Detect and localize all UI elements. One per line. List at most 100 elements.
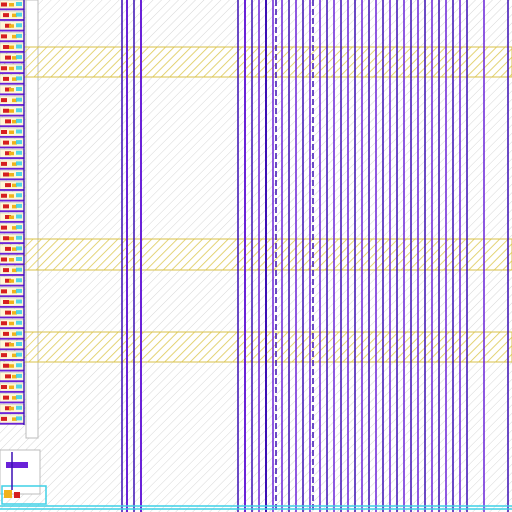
std-cell-contact: [3, 236, 9, 241]
std-cell-contact: [1, 66, 7, 71]
std-cell-via: [12, 353, 17, 358]
std-cell-via: [9, 215, 14, 219]
std-cell-diffusion: [16, 150, 22, 155]
std-cell-contact: [3, 140, 9, 145]
std-cell-row-28: [0, 286, 25, 298]
std-cell-diffusion: [16, 331, 22, 336]
std-cell-contact: [3, 108, 9, 113]
std-cell-row-26: [0, 265, 25, 277]
std-cell-rail: [0, 210, 24, 213]
std-cell-diffusion: [16, 342, 22, 346]
std-cell-rail: [0, 359, 24, 361]
std-cell-diffusion: [16, 2, 22, 6]
std-cell-row-27: [0, 276, 25, 287]
io-macro-metal: [6, 462, 28, 468]
std-cell-rail: [0, 422, 24, 425]
std-cell-via: [12, 247, 17, 251]
std-cell-diffusion: [16, 246, 22, 251]
std-cell-rail: [0, 295, 24, 298]
std-cell-via: [12, 374, 17, 379]
std-cell-rail: [0, 125, 24, 128]
std-cell-rail: [0, 189, 24, 191]
std-cell-contact: [1, 161, 7, 166]
std-cell-contact: [1, 416, 7, 421]
std-cell-row-38: [0, 393, 25, 404]
std-cell-rail: [0, 305, 24, 308]
std-cell-contact: [3, 363, 9, 368]
std-cell-diffusion: [16, 373, 22, 378]
std-cell-contact: [5, 406, 11, 411]
std-cell-via: [12, 34, 17, 39]
std-cell-diffusion: [16, 23, 22, 28]
std-cell-rail: [0, 178, 24, 181]
std-cell-rail: [0, 348, 24, 351]
std-cell-contact: [3, 13, 9, 18]
std-cell-row-7: [0, 63, 25, 75]
std-cell-via: [9, 385, 14, 389]
io-macro-diffusion: [1, 485, 47, 505]
std-cell-contact: [1, 130, 7, 134]
bottom-diffusion-rail: [0, 505, 512, 510]
std-cell-row-40: [0, 414, 25, 425]
std-cell-via: [12, 183, 17, 188]
std-cell-rail: [0, 369, 24, 372]
std-cell-contact: [5, 246, 11, 251]
std-cell-contact: [5, 342, 11, 347]
std-cell-via: [9, 24, 14, 28]
std-cell-rail: [0, 167, 24, 170]
std-cell-rail: [0, 157, 24, 159]
io-macro-outline: [0, 449, 41, 495]
poly-horizontal-bands: [0, 46, 512, 363]
std-cell-via: [12, 56, 17, 60]
std-cell-contact: [1, 289, 7, 294]
std-cell-contact: [1, 2, 7, 7]
std-cell-diffusion: [16, 320, 22, 325]
std-cell-row-31: [0, 318, 25, 330]
cell-column-boundary: [25, 0, 39, 439]
std-cell-via: [12, 98, 17, 103]
std-cell-via: [9, 173, 14, 177]
poly-band-1: [0, 46, 512, 78]
std-cell-row-15: [0, 148, 25, 160]
std-cell-contact: [1, 225, 7, 230]
std-cell-diffusion: [16, 384, 22, 389]
std-cell-row-9: [0, 85, 25, 96]
std-cell-diffusion: [16, 405, 22, 410]
std-cell-row-29: [0, 297, 25, 309]
std-cell-diffusion: [16, 352, 22, 357]
std-cell-rail: [0, 380, 24, 383]
std-cell-diffusion: [16, 87, 22, 91]
std-cell-via: [9, 151, 14, 156]
std-cell-via: [12, 417, 17, 421]
std-cell-diffusion: [16, 33, 22, 38]
std-cell-contact: [3, 45, 9, 49]
std-cell-via: [9, 321, 14, 326]
std-cell-diffusion: [16, 214, 22, 219]
io-macro-via: [4, 490, 12, 498]
std-cell-diffusion: [16, 65, 22, 70]
std-cell-via: [9, 130, 14, 134]
std-cell-rail: [0, 199, 24, 202]
std-cell-row-30: [0, 308, 25, 319]
std-cell-diffusion: [16, 278, 22, 283]
std-cell-rail: [0, 220, 24, 223]
std-cell-rail: [0, 274, 24, 276]
std-cell-via: [9, 45, 14, 49]
std-cell-diffusion: [16, 363, 22, 368]
std-cell-rail: [0, 242, 24, 244]
std-cell-contact: [5, 278, 11, 283]
std-cell-contact: [5, 55, 11, 60]
std-cell-rail: [0, 390, 24, 393]
std-cell-diffusion: [16, 310, 22, 315]
std-cell-via: [12, 77, 17, 81]
std-cell-row-23: [0, 233, 25, 245]
std-cell-rail: [0, 284, 24, 287]
std-cell-via: [9, 66, 14, 71]
std-cell-row-14: [0, 138, 25, 149]
io-macro-contact: [14, 492, 20, 498]
standard-cell-column: [0, 0, 25, 425]
std-cell-via: [12, 289, 17, 294]
std-cell-diffusion: [16, 108, 22, 113]
